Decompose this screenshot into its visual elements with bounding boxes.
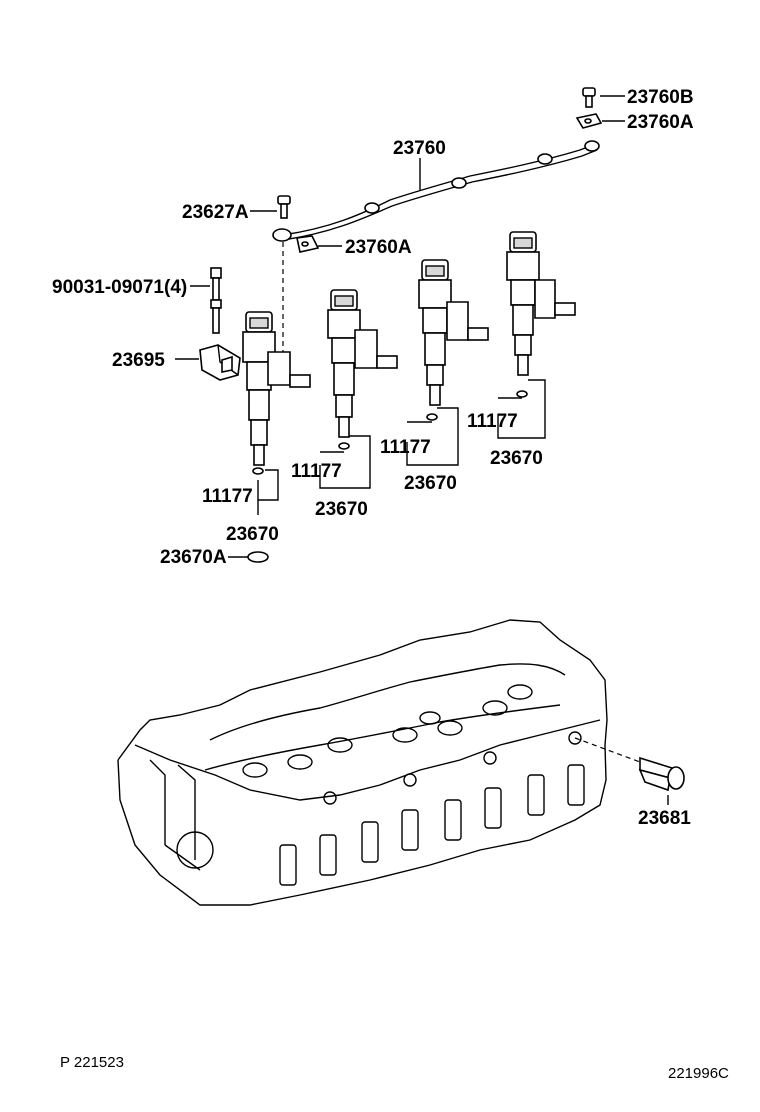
label-injector-4: 23670 bbox=[490, 448, 543, 469]
clamp-23760a-top bbox=[575, 113, 603, 129]
label-injector-bolt: 90031-09071(4) bbox=[52, 277, 187, 298]
label-seal-4: 11177 bbox=[467, 411, 518, 432]
label-gasket: 23670A bbox=[160, 547, 227, 568]
label-seal-3: 11177 bbox=[380, 437, 431, 458]
injector-2 bbox=[327, 289, 398, 438]
label-leak-bolt: 23627A bbox=[182, 202, 249, 223]
injector-clamp-23695 bbox=[199, 344, 241, 381]
seal-2 bbox=[338, 442, 350, 450]
seal-4 bbox=[516, 390, 528, 398]
bolt-23760b bbox=[582, 87, 596, 108]
seal-1 bbox=[252, 467, 264, 475]
label-bolt-top: 23760B bbox=[627, 87, 694, 108]
injector-1 bbox=[242, 311, 311, 466]
bolt-90031-09071 bbox=[210, 267, 222, 334]
footer-left-code: P 221523 bbox=[60, 1054, 124, 1071]
label-clamp-top: 23760A bbox=[627, 112, 694, 133]
gasket-23670a bbox=[247, 551, 269, 563]
cylinder-head bbox=[117, 619, 608, 906]
footer-right-code: 221996C bbox=[668, 1065, 729, 1082]
leader-lines bbox=[175, 95, 669, 805]
label-nozzle-seat: 23681 bbox=[638, 808, 691, 829]
nozzle-seat-23681 bbox=[638, 756, 685, 792]
injector-3 bbox=[418, 259, 489, 406]
seal-3 bbox=[426, 413, 438, 421]
injector-4 bbox=[506, 231, 576, 376]
label-clamp-left: 23760A bbox=[345, 237, 412, 258]
label-injector-2: 23670 bbox=[315, 499, 368, 520]
label-injector-3: 23670 bbox=[404, 473, 457, 494]
leak-off-pipe bbox=[282, 140, 600, 241]
dashed-guide-right bbox=[574, 737, 641, 763]
label-injector-clamp: 23695 bbox=[112, 350, 165, 371]
label-injector-1: 23670 bbox=[226, 524, 279, 545]
label-seal-1: 11177 bbox=[202, 486, 253, 507]
label-seal-2: 11177 bbox=[291, 461, 342, 482]
washer-23627a bbox=[272, 228, 292, 242]
label-leak-pipe: 23760 bbox=[393, 138, 446, 159]
clamp-23760a-left bbox=[296, 235, 320, 253]
bolt-23627a bbox=[277, 195, 291, 219]
